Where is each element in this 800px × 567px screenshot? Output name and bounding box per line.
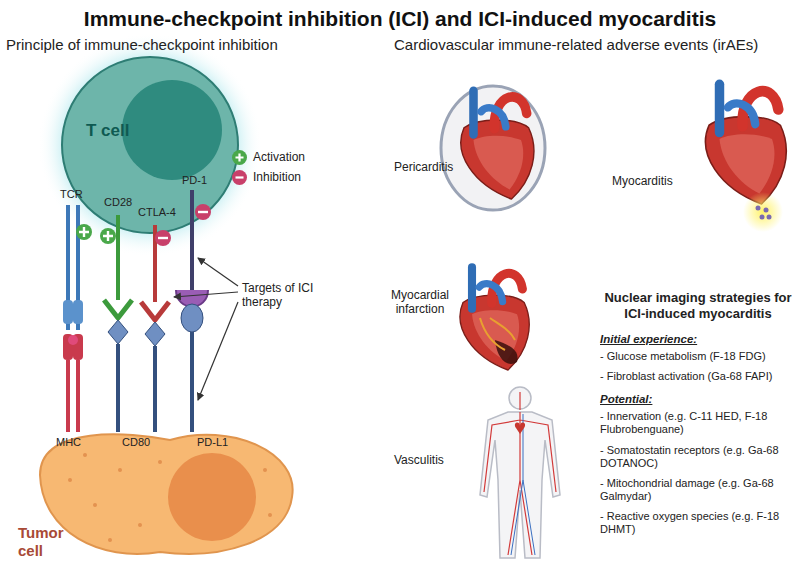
imaging-list: Nuclear imaging strategies for ICI-induc… (600, 290, 796, 544)
legend-swatch (232, 170, 247, 185)
cell-label: Tumor cell (18, 524, 68, 560)
receptor-label: TCR (60, 188, 83, 201)
diagram-title: Immune-checkpoint inhibition (ICI) and I… (0, 6, 800, 31)
ligand-label: MHC (56, 436, 81, 449)
legend-text: Activation (253, 150, 305, 164)
list-item: - Fibroblast activation (Ga-68 FAPI) (600, 370, 796, 383)
receptor-label: CD28 (104, 196, 132, 209)
section-title: Cardiovascular immune-related adverse ev… (394, 36, 758, 54)
legend-text: Inhibition (253, 170, 301, 184)
condition-label: Pericarditis (394, 160, 453, 174)
list-item: - Mitochondrial damage (e.g. Ga-68 Galmy… (600, 477, 796, 503)
list-heading: Nuclear imaging strategies for ICI-induc… (600, 290, 796, 321)
legend-swatch (232, 150, 247, 165)
ligand-label: PD-L1 (197, 436, 228, 449)
callout-label: Targets of ICI therapy (242, 281, 322, 310)
list-item: Initial experience: (600, 333, 796, 347)
receptor-label: CTLA-4 (138, 206, 176, 219)
section-title: Principle of immune-checkpoint inhibitio… (6, 36, 278, 54)
list-item: - Reactive oxygen species (e.g. F-18 DHM… (600, 510, 796, 536)
tumor-cell: Tumor cell (12, 432, 297, 560)
list-item: - Somatostatin receptors (e.g. Ga-68 DOT… (600, 444, 796, 470)
cell-label: T cell (86, 121, 129, 141)
condition-label: Vasculitis (394, 453, 444, 467)
list-item: Potential: (600, 393, 796, 407)
list-item: - Glucose metabolism (F-18 FDG) (600, 350, 796, 363)
legend-sign (232, 170, 247, 185)
receptor-label: PD-1 (182, 174, 207, 187)
legend-sign (232, 150, 247, 165)
ligand-label: CD80 (122, 436, 150, 449)
condition-label: Myocardial infarction (384, 288, 456, 317)
list-item: - Innervation (e.g. C-11 HED, F-18 Flubr… (600, 410, 796, 436)
condition-label: Myocarditis (612, 174, 673, 188)
